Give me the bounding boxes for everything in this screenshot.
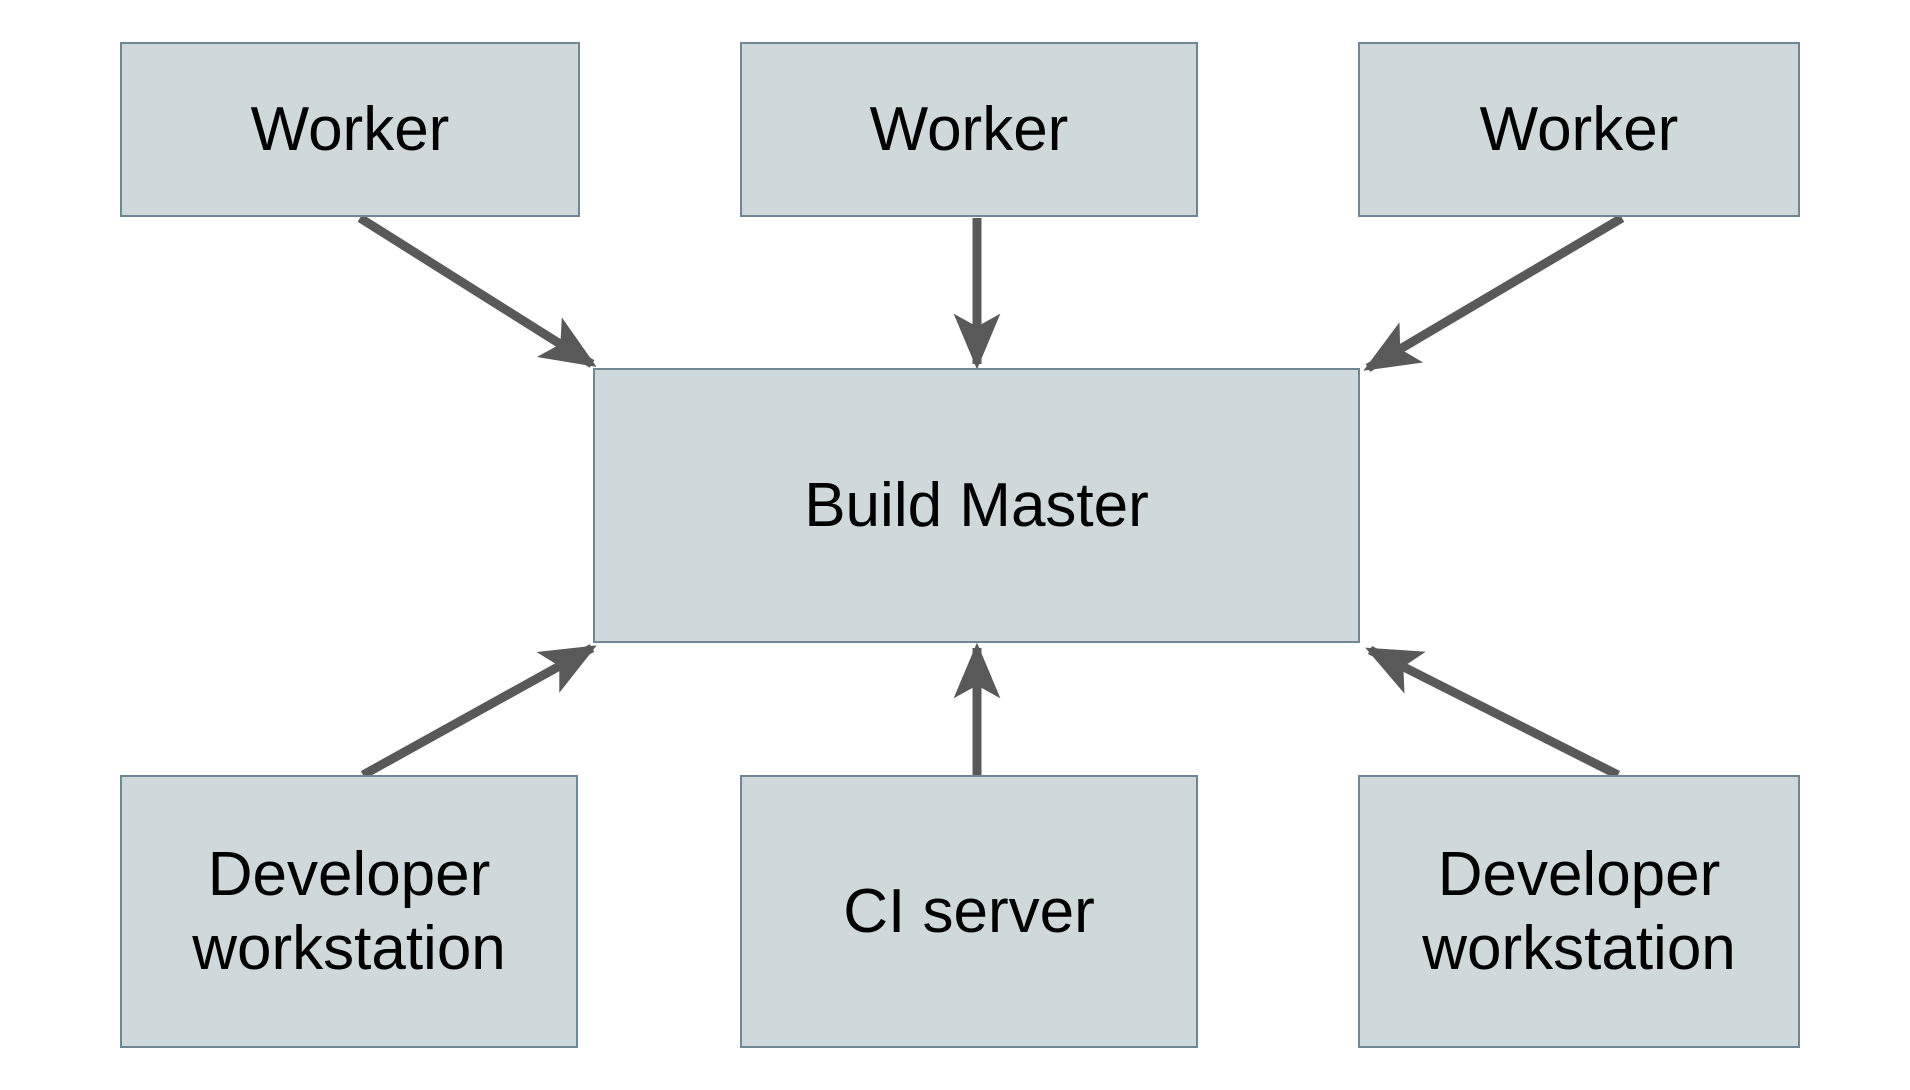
node-worker-3-label: Worker	[1479, 94, 1679, 164]
node-build-master[interactable]: Build Master	[593, 368, 1360, 643]
node-worker-1[interactable]: Worker	[120, 42, 580, 217]
node-worker-3[interactable]: Worker	[1358, 42, 1800, 217]
node-dev-workstation-1-label: Developer workstation	[192, 840, 506, 983]
node-worker-2-label: Worker	[869, 94, 1069, 164]
node-worker-1-label: Worker	[250, 94, 450, 164]
node-ci-server[interactable]: CI server	[740, 775, 1198, 1048]
node-worker-2[interactable]: Worker	[740, 42, 1198, 217]
node-dev-workstation-2[interactable]: Developer workstation	[1358, 775, 1800, 1048]
node-dev-workstation-2-label: Developer workstation	[1422, 840, 1736, 983]
node-dev-workstation-1[interactable]: Developer workstation	[120, 775, 578, 1048]
node-build-master-label: Build Master	[804, 470, 1149, 540]
edge-dev-workstation-2-to-build-master	[1365, 645, 1621, 780]
edge-worker-1-to-build-master	[357, 214, 597, 368]
edge-worker-3-to-build-master	[1363, 214, 1625, 372]
edge-dev-workstation-1-to-build-master	[360, 644, 597, 779]
node-ci-server-label: CI server	[843, 876, 1095, 946]
